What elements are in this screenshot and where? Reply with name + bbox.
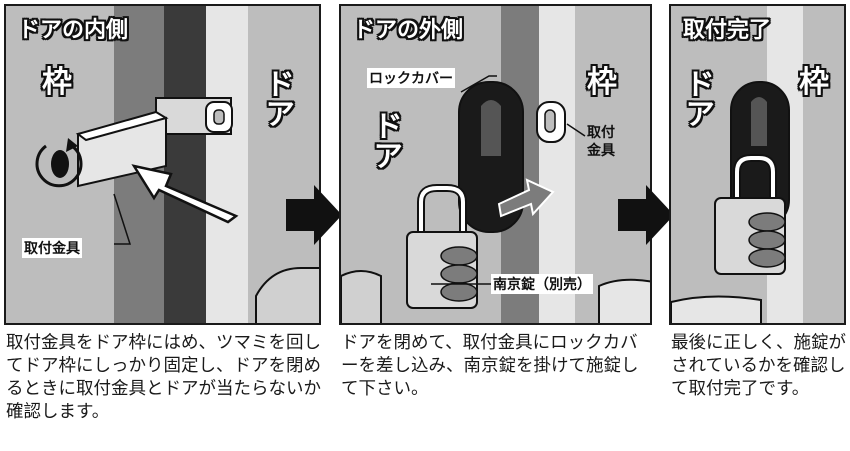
door-label: ドア [367, 110, 402, 170]
panel-complete: 取付完了 ドア 枠 [669, 4, 846, 325]
door-label: ドア [259, 68, 294, 128]
step-2-description: ドアを閉めて、取付金具にロックカバーを差し込み、南京錠を掛けて施錠して下さい。 [341, 333, 639, 399]
step-arrow-icon [286, 185, 342, 245]
step-1-description: 取付金具をドア枠にはめ、ツマミを回してドア枠にしっかり固定し、ドアを閉めるときに… [6, 333, 321, 422]
frame-stripe-dark [164, 6, 206, 323]
step-arrow-icon [618, 185, 674, 245]
panel-title: ドアの内側 [17, 18, 129, 44]
fitting-illustration [35, 97, 319, 323]
door-label: ドア [679, 68, 714, 128]
frame-label: 枠 [799, 65, 829, 100]
panel-inside: ドアの内側 枠 ドア 取付金具 [4, 4, 321, 325]
locked-illustration [671, 81, 790, 323]
panel-title: ドアの外側 [352, 18, 464, 44]
lock-cover-callout: ロックカバー [367, 68, 455, 88]
panel-title: 取付完了 [682, 18, 772, 44]
frame-label: 枠 [587, 65, 617, 100]
padlock-callout: 南京錠（別売） [491, 274, 593, 294]
fitting-callout: 取付金具 [22, 238, 82, 258]
fitting-callout: 取付 金具 [587, 125, 615, 159]
step-3-description: 最後に正しく、施錠がされているかを確認して取付完了です。 [671, 333, 846, 399]
panel-outside: ドアの外側 ロックカバー ドア 枠 取付 金具 南京錠（別売） [339, 4, 652, 325]
frame-label: 枠 [42, 65, 72, 100]
frame-edge-stripe [539, 6, 575, 323]
lock-cover-illustration [341, 75, 650, 323]
door-edge-stripe [206, 6, 248, 323]
